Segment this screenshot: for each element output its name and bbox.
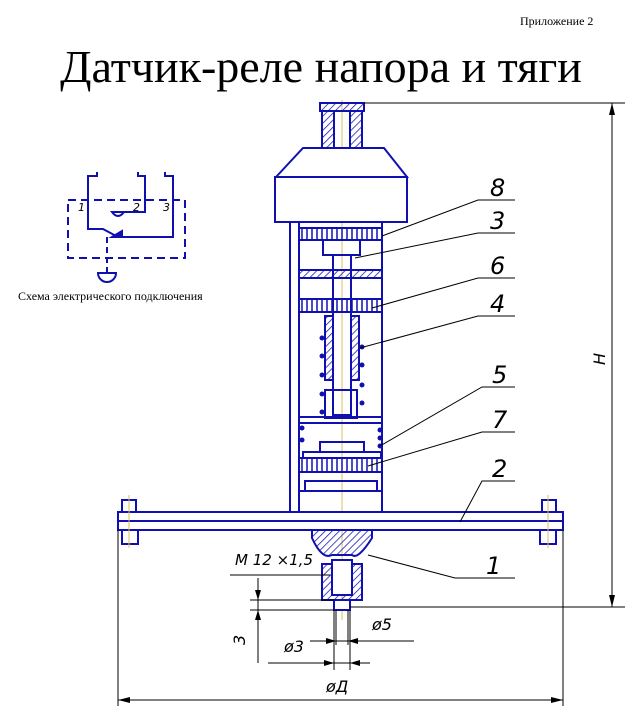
top-fitting-cap xyxy=(319,102,365,112)
part-label-8: 8 xyxy=(490,174,505,202)
bolt-right xyxy=(539,495,557,548)
part-label-5: 5 xyxy=(492,361,507,389)
dim-outer-diameter: ø5 xyxy=(371,615,392,634)
housing-box xyxy=(274,176,408,223)
part-label-3: 3 xyxy=(490,207,505,235)
plunger-block xyxy=(324,389,358,419)
moving-contact xyxy=(108,229,123,238)
device-assembly xyxy=(117,102,564,611)
appendix-label: Приложение 2 xyxy=(520,14,594,28)
gear-7 xyxy=(298,457,383,473)
bolt-left xyxy=(121,495,139,548)
part-label-4: 4 xyxy=(490,290,505,318)
part-leaders xyxy=(354,199,515,579)
part-label-1: 1 xyxy=(486,552,501,580)
page-title: Датчик-реле напора и тяги xyxy=(60,41,582,92)
wiring-schematic: 1 2 3 xyxy=(67,172,186,283)
terminal-2: 2 xyxy=(133,201,140,214)
housing-cone xyxy=(273,147,410,178)
schematic-caption: Схема электрического подключения xyxy=(18,289,203,303)
terminal-1: 1 xyxy=(78,201,85,214)
terminal-3: 3 xyxy=(163,201,170,214)
gear-4 xyxy=(298,298,383,313)
gear-8 xyxy=(298,227,383,241)
bottom-fitting-1 xyxy=(311,529,373,557)
fitting-bore xyxy=(331,559,353,596)
contact-wires xyxy=(87,172,174,238)
part-label-6: 6 xyxy=(490,252,505,280)
dimension-lines xyxy=(117,102,625,706)
dim-thread: M 12 ×1,5 xyxy=(235,551,313,569)
dimension-arrows xyxy=(118,103,615,703)
ground-icon xyxy=(96,272,118,283)
spring-tube-left xyxy=(324,315,334,381)
dim-height-h: H xyxy=(590,353,609,365)
dim-nozzle-length: 3 xyxy=(230,635,249,645)
dim-base-diameter: øД xyxy=(325,677,348,696)
base-block-upper xyxy=(304,480,378,492)
disk-6 xyxy=(298,269,383,279)
part-label-7: 7 xyxy=(492,406,508,434)
base-block-lower xyxy=(298,490,383,513)
dim-inner-diameter: ø3 xyxy=(283,637,304,656)
spring-plate xyxy=(298,416,383,424)
nozzle xyxy=(333,599,351,611)
enclosure-dashed xyxy=(67,199,186,259)
part-label-2: 2 xyxy=(492,455,507,483)
contact-2-symbol xyxy=(109,211,127,217)
spring-coils xyxy=(299,335,383,449)
spring-tube-right xyxy=(350,315,360,381)
contact-2-wire xyxy=(118,172,146,213)
